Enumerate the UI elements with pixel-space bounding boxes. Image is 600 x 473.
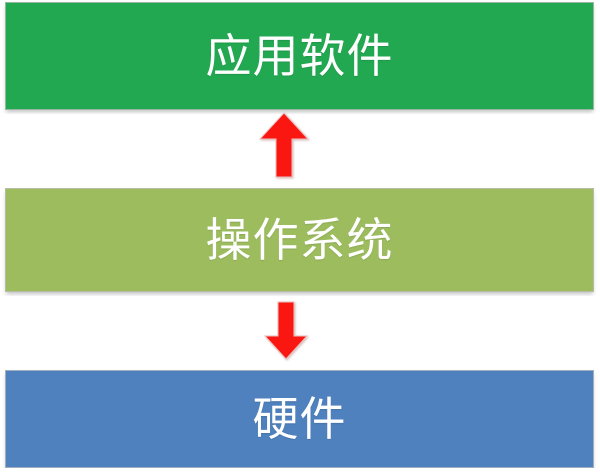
arrow-up <box>258 110 310 180</box>
layer-box-application[interactable]: 应用软件 <box>5 2 594 110</box>
arrow-down <box>262 300 310 362</box>
arrow-up-icon <box>258 112 310 178</box>
spacer-top <box>0 0 600 2</box>
spacer-bottom <box>0 468 600 473</box>
layer-label-application: 应用软件 <box>205 30 394 82</box>
spacer-between-application-and-os <box>0 114 600 188</box>
layer-label-hardware: 硬件 <box>252 393 347 445</box>
layer-label-operating-system: 操作系统 <box>205 214 394 266</box>
spacer-between-os-and-hardware <box>0 296 600 370</box>
layer-box-hardware[interactable]: 硬件 <box>5 370 594 468</box>
layer-box-operating-system[interactable]: 操作系统 <box>5 188 594 292</box>
arrow-down-icon <box>263 301 309 360</box>
